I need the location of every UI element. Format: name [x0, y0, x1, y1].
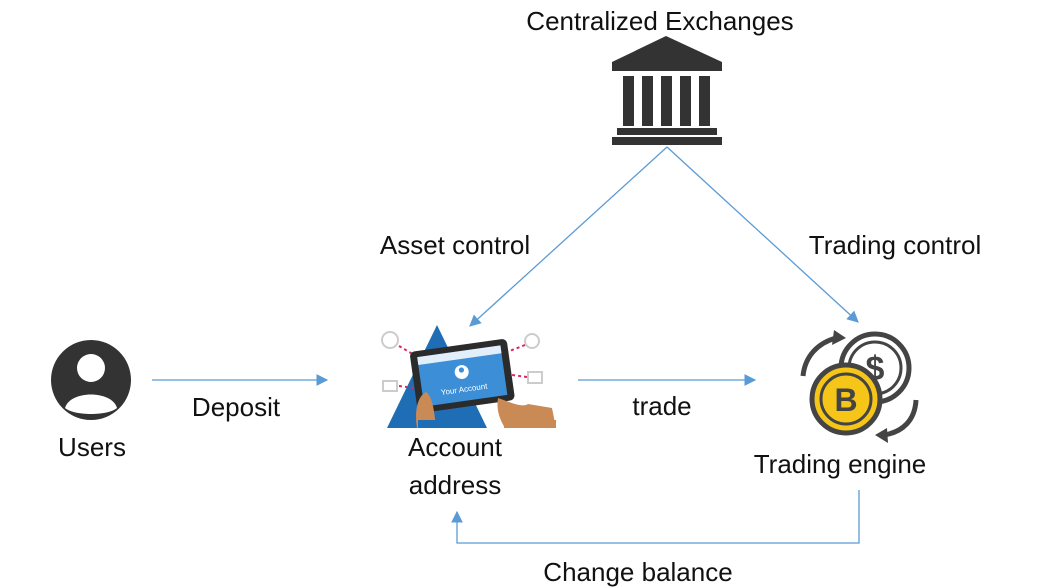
account-address-label: Account address: [408, 428, 502, 504]
change-balance-label: Change balance: [543, 557, 733, 587]
deposit-label: Deposit: [191, 392, 281, 422]
account-label-line1: Account: [408, 432, 502, 462]
trading-control-label: Trading control: [808, 230, 982, 260]
user-avatar-icon: [51, 340, 131, 420]
trade-label: trade: [632, 391, 692, 421]
diagram-canvas: Your Account $ B Centralized Exchanges U…: [51, 6, 982, 587]
tablet-your-account-icon: Your Account: [381, 325, 556, 428]
asset-control-arrow: [469, 146, 668, 327]
crypto-exchange-coins-icon: $ B: [800, 330, 919, 443]
change-balance-arrow: [451, 490, 860, 544]
account-label-line2: address: [408, 470, 502, 500]
trading-control-arrow: [666, 146, 859, 323]
trading-engine-label: Trading engine: [753, 449, 927, 479]
diagram-svg: Your Account $ B: [51, 36, 919, 544]
svg-text:B: B: [834, 382, 857, 418]
exchange-label: Centralized Exchanges: [526, 6, 794, 36]
users-label: Users: [58, 432, 126, 462]
asset-control-label: Asset control: [379, 230, 531, 260]
bank-building-icon: [612, 36, 722, 145]
